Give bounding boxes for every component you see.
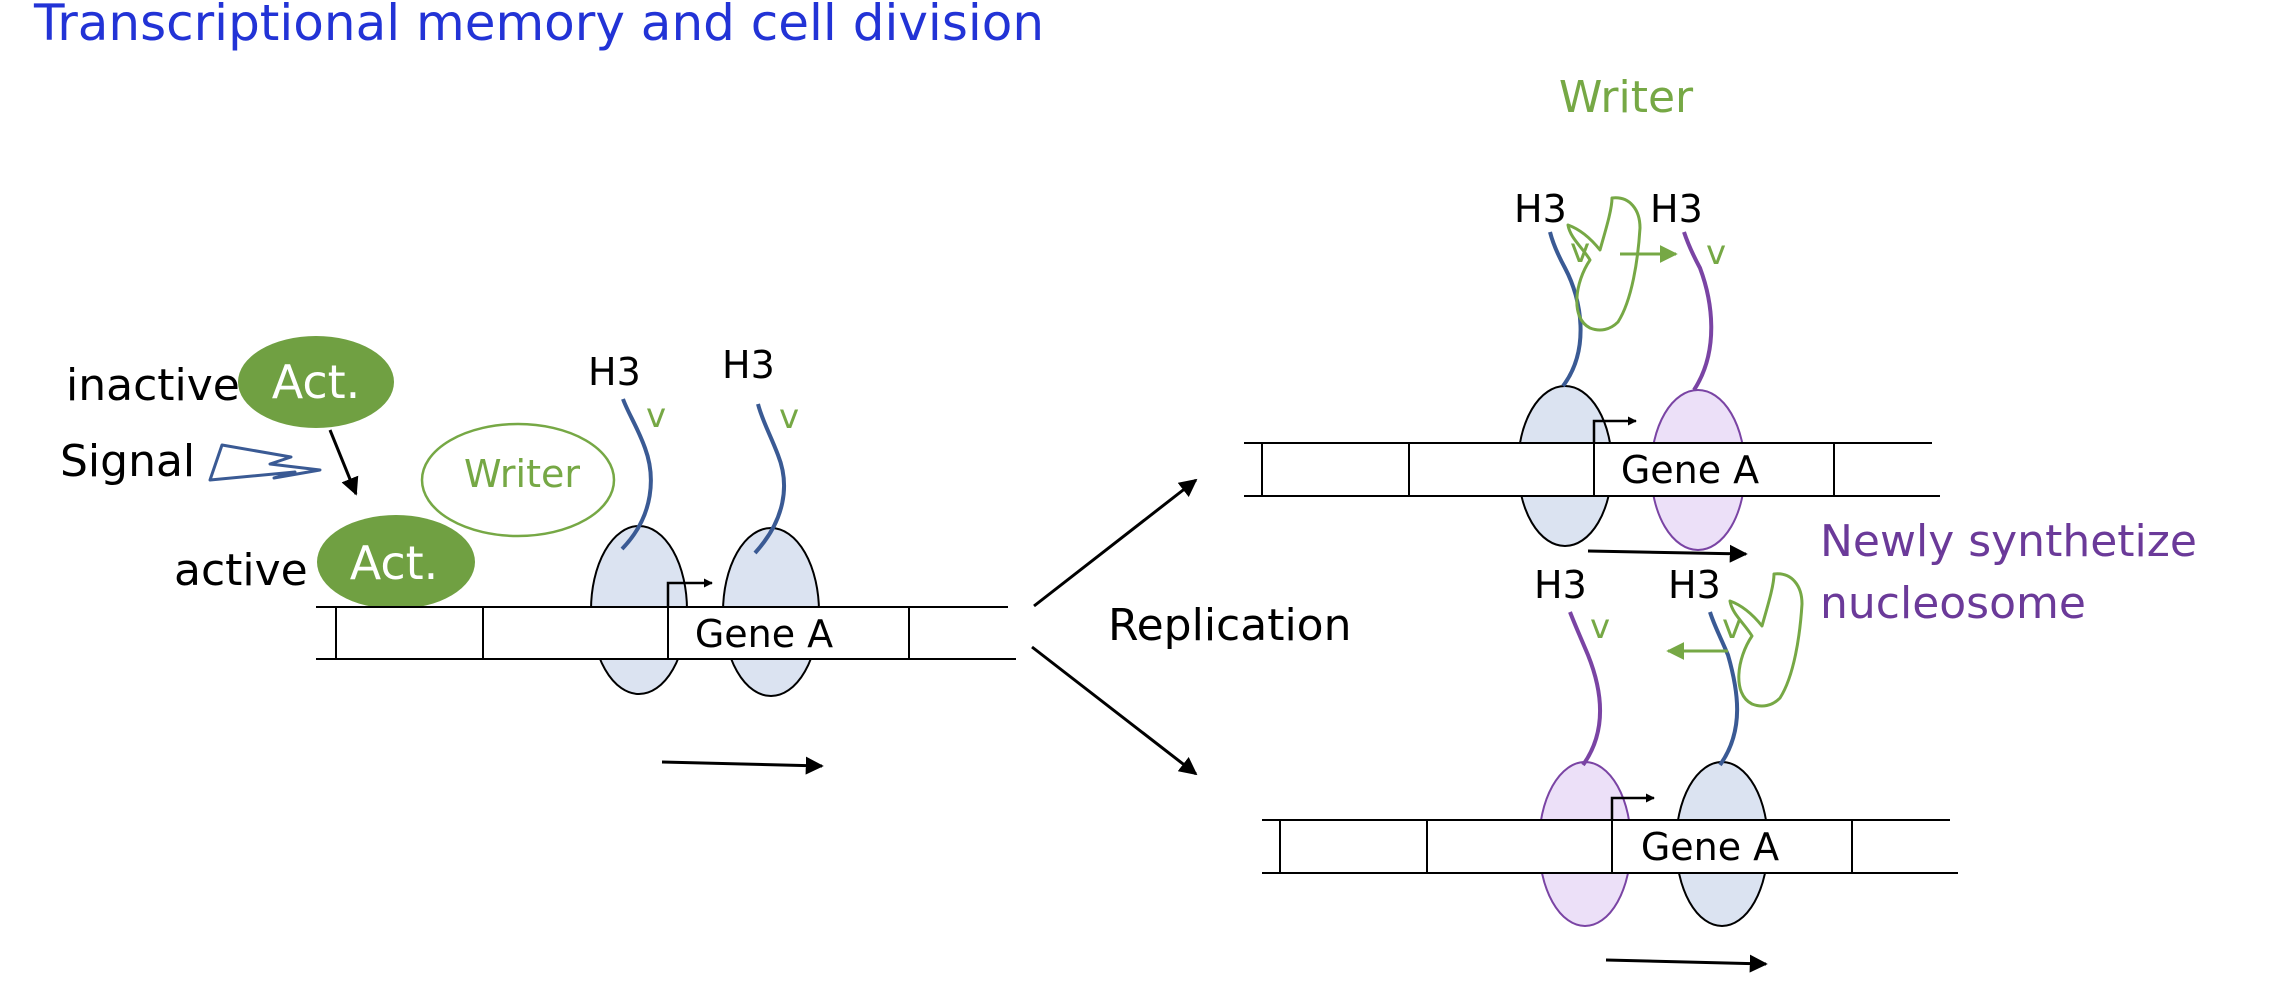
writer-shape-top [1566,196,1642,332]
h3-tail-bottom-old [1708,611,1740,767]
right-top-panel: Writer Gene A H3 H3 v v [1244,72,1940,563]
h3-tail-top-old [1548,231,1583,388]
h3-label-top-new: H3 [1650,187,1703,231]
activator-active [317,515,475,609]
lightning-icon [208,443,322,482]
gene-label-top: Gene A [1621,448,1759,492]
activator-inactive [238,336,394,428]
gene-box-top [1593,442,1835,497]
h3-tail-left-2 [753,403,786,555]
h3-label-bottom-old: H3 [1668,563,1721,607]
replication-arrow-down [1031,645,1198,776]
h3-label-top-old: H3 [1514,187,1567,231]
left-panel: inactive Act. Signal Writer active Act. … [60,336,1016,775]
regulatory-box-top [1261,442,1410,497]
gene-label-left: Gene A [695,612,833,656]
transcription-arrow-left [661,756,824,775]
gene-label-bottom: Gene A [1641,825,1779,869]
active-label: active [174,545,308,596]
activation-arrow [328,429,359,496]
gene-box-left [667,606,910,660]
replication-arrow-up [1033,478,1198,608]
dna-strip-top [1244,443,1940,496]
h3-mark-left-1: v [646,396,666,436]
page-title: Transcriptional memory and cell division [33,0,1044,52]
transcription-arrow-bottom [1605,954,1768,973]
h3-mark-left-2: v [779,397,799,437]
inactive-label: inactive [66,360,240,411]
h3-mark-top-new: v [1706,233,1726,273]
regulatory-box-left [335,606,484,660]
new-nucleosome-label-line2: nucleosome [1820,578,2086,629]
activator-active-label: Act. [350,536,439,590]
h3-mark-bottom-new: v [1590,607,1610,647]
new-nucleosome-label-line1: Newly synthetize [1820,516,2197,567]
replication-group: Replication [1031,478,1351,776]
h3-label-bottom-new: H3 [1534,563,1587,607]
tss-arrow-bottom [1610,793,1655,820]
h3-label-left-2: H3 [722,343,775,387]
h3-label-left-1: H3 [588,350,641,394]
h3-tail-top-new [1682,231,1714,392]
regulatory-box-bottom [1279,819,1428,874]
dna-strip-bottom [1262,820,1958,873]
gene-box-bottom [1611,819,1853,874]
h3-tail-left-1 [620,398,653,551]
h3-mark-bottom-old: v [1722,607,1742,647]
activator-inactive-label: Act. [272,355,361,409]
tss-arrow-top [1592,416,1637,443]
writer-label-left: Writer [464,452,580,496]
replication-label: Replication [1108,600,1351,651]
tss-arrow-left [666,578,713,607]
h3-tail-bottom-new [1568,611,1603,767]
writer-label-right: Writer [1559,72,1694,123]
signal-label: Signal [60,436,195,487]
right-bottom-panel: Gene A H3 H3 v v [1262,563,1958,973]
transcription-arrow-top [1587,544,1748,563]
writer-outline-left [420,422,616,538]
writer-shape-bottom [1728,572,1804,708]
